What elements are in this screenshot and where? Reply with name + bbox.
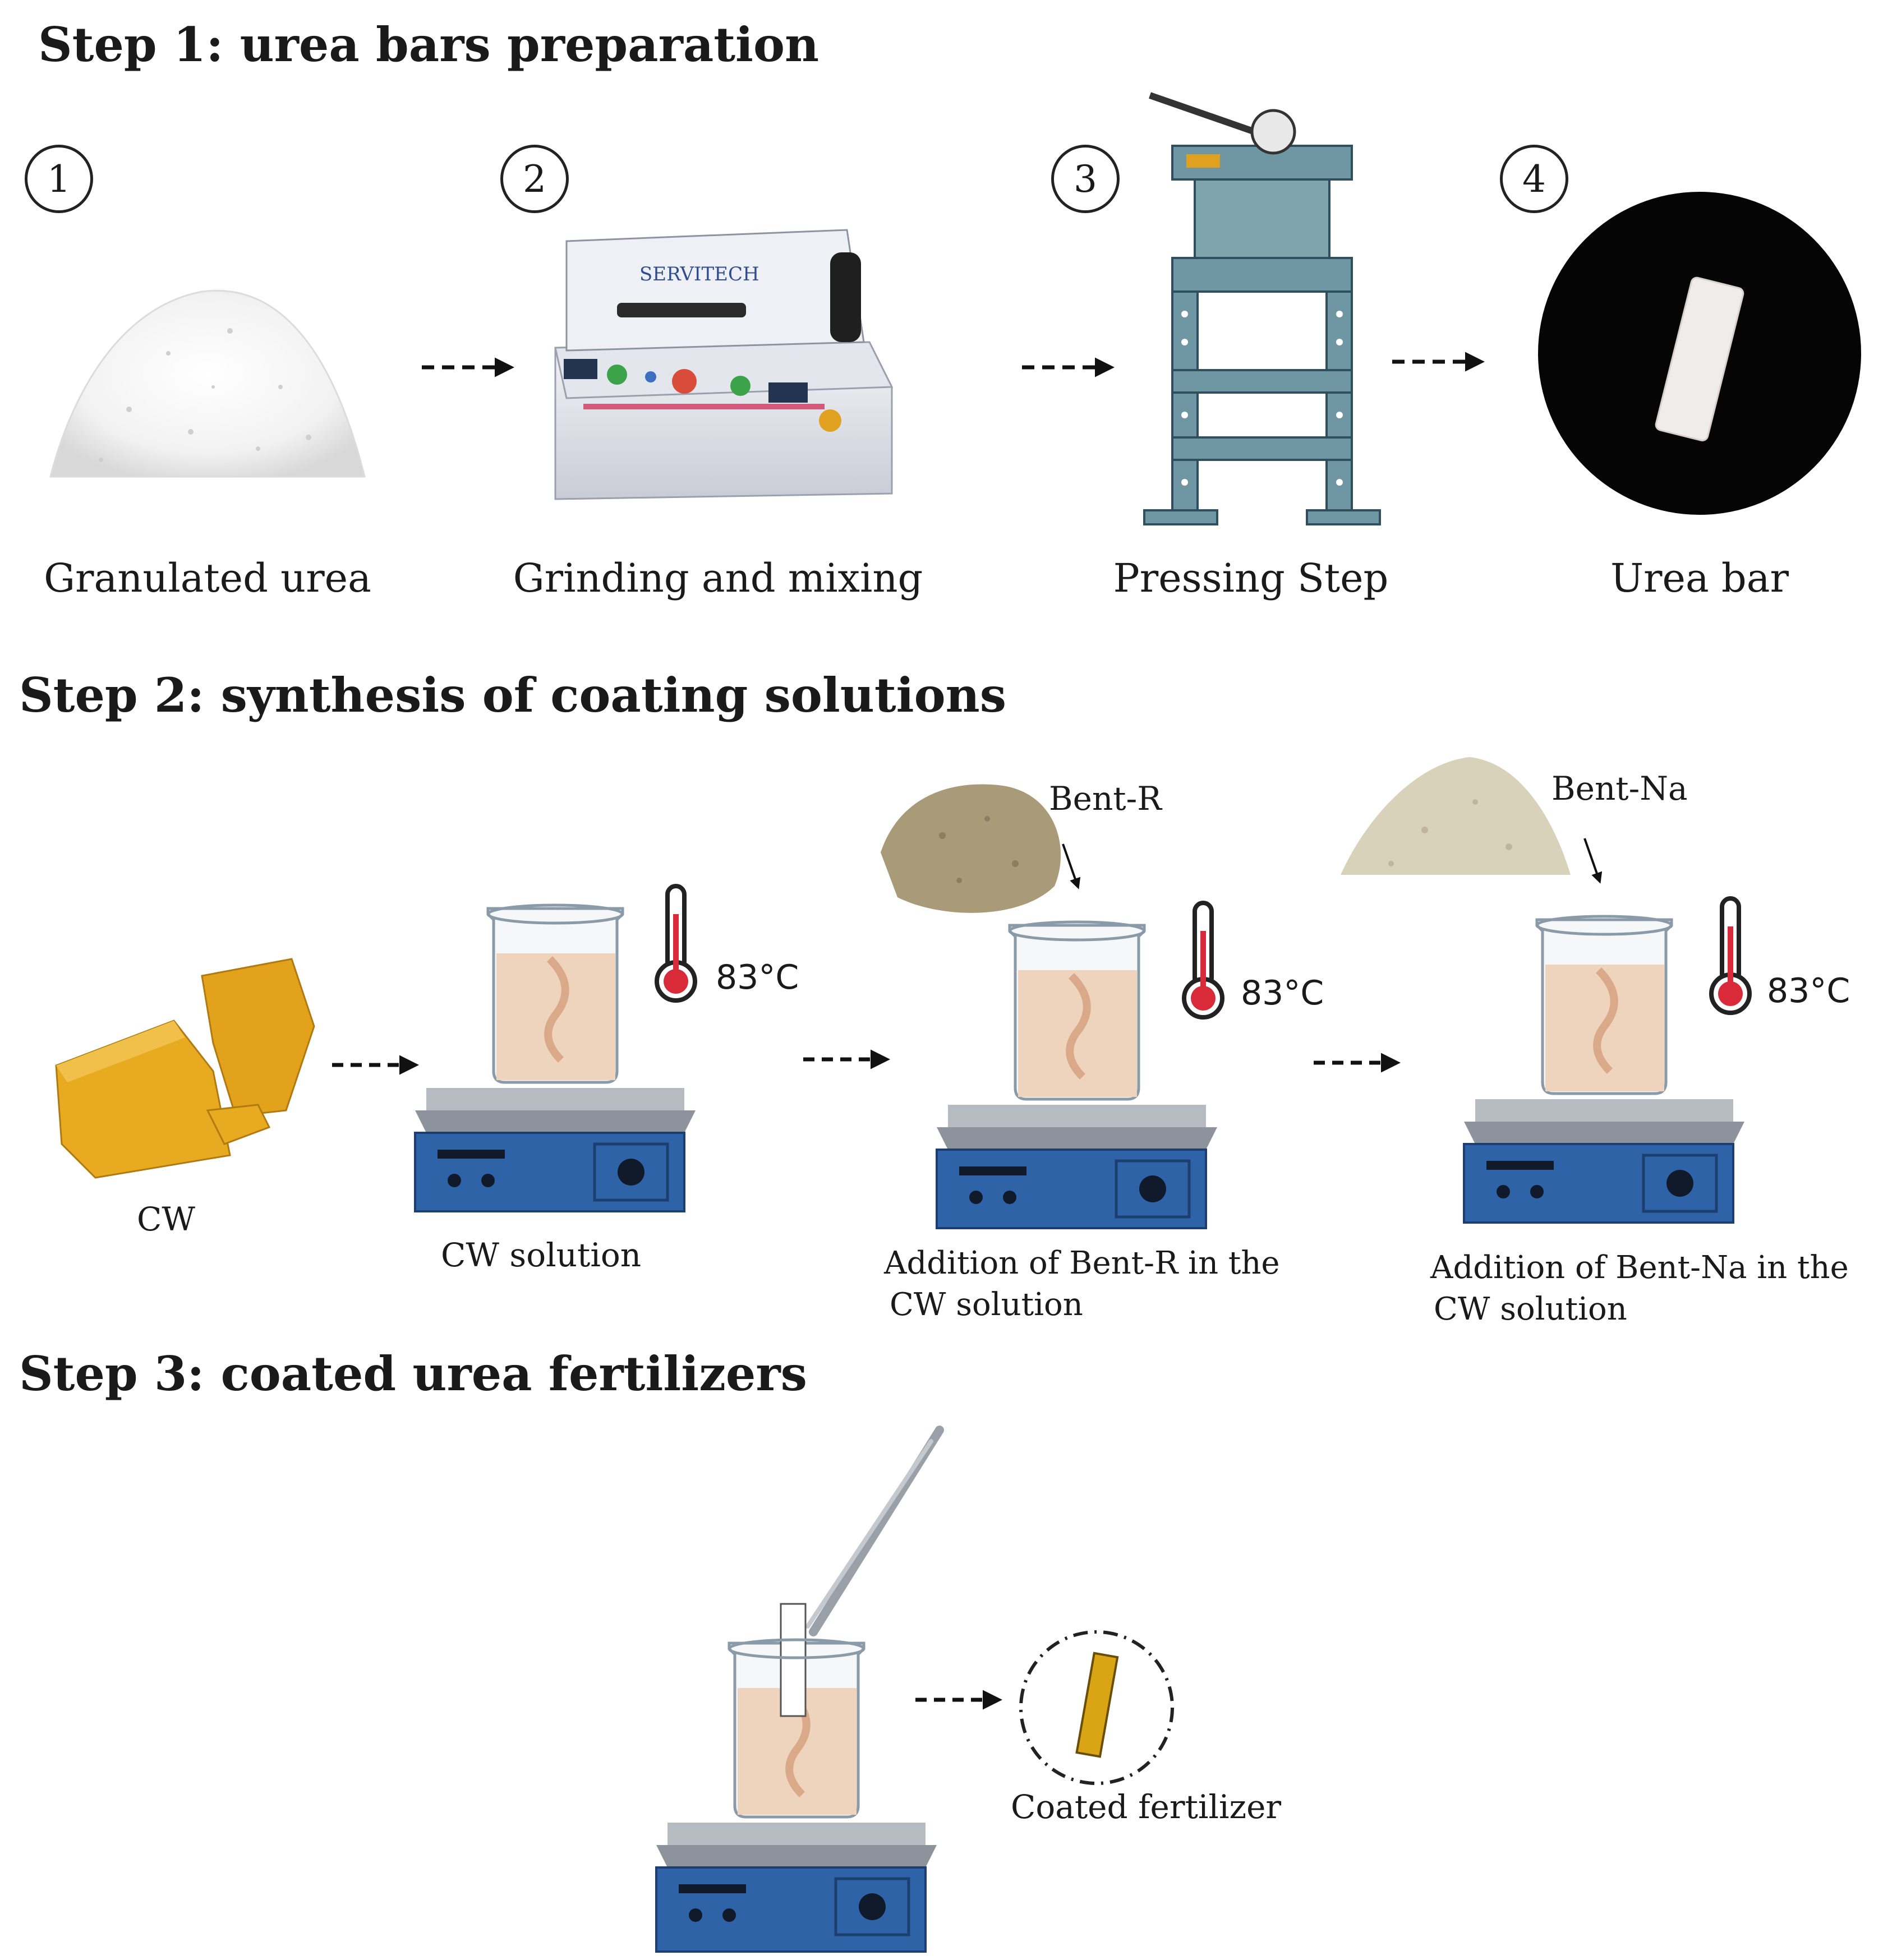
machine-brand: SERVITECH [639, 263, 759, 285]
hydraulic-press-photo [1143, 92, 1381, 525]
flow-arrow-5 [803, 1049, 890, 1069]
caption-granulated-urea: Granulated urea [44, 555, 371, 601]
hotplate-beaker-coating [655, 1603, 937, 1953]
carnauba-wax-photo [55, 958, 315, 1179]
hotplate-beaker-bent-na [1463, 915, 1744, 1224]
label-cw: CW [137, 1200, 195, 1238]
grinding-machine-photo: SERVITECH [554, 229, 894, 500]
flow-arrow-1 [422, 357, 514, 377]
thermometer-icon [1709, 896, 1752, 1015]
label-bent-r: Bent-R [1049, 780, 1162, 818]
label-coated-fertilizer: Coated fertilizer [1011, 1788, 1282, 1826]
step1-title: Step 1: urea bars preparation [38, 17, 820, 72]
urea-bar-photo [1538, 192, 1861, 515]
pointer-arrow-bent-r [1062, 843, 1081, 889]
temperature-label: 83°C [716, 958, 799, 997]
caption-add-bent-na-line1: Addition of Bent-Na in the [1430, 1249, 1849, 1286]
flow-arrow-6 [1314, 1053, 1401, 1073]
thermometer-icon [1182, 901, 1224, 1020]
pointer-arrow-bent-na [1583, 838, 1603, 884]
flow-arrow-2 [1022, 357, 1115, 377]
hotplate-beaker-bent-r [936, 920, 1217, 1229]
caption-add-bent-r-line1: Addition of Bent-R in the [884, 1245, 1280, 1281]
thermometer-icon [655, 884, 697, 1003]
tweezers-icon [805, 1426, 944, 1636]
urea-pile-photo [49, 289, 366, 478]
flow-arrow-3 [1392, 352, 1485, 372]
temperature-label: 83°C [1241, 974, 1324, 1013]
temperature-label: 83°C [1767, 971, 1850, 1011]
bent-r-powder-photo [881, 784, 1061, 913]
coated-fertilizer-icon [1019, 1630, 1174, 1785]
bent-na-powder-photo [1341, 757, 1571, 875]
step3-title: Step 3: coated urea fertilizers [19, 1346, 807, 1401]
caption-add-bent-na-line2: CW solution [1434, 1291, 1627, 1327]
step-number-4: 4 [1500, 145, 1568, 213]
caption-urea-bar: Urea bar [1610, 555, 1789, 601]
label-bent-na: Bent-Na [1551, 769, 1688, 808]
flow-arrow-4 [332, 1055, 419, 1075]
caption-add-bent-r-line2: CW solution [890, 1286, 1083, 1323]
label-cw-solution: CW solution [441, 1236, 642, 1274]
hotplate-beaker-cw [414, 903, 696, 1212]
step-number-3: 3 [1051, 145, 1120, 213]
caption-pressing-step: Pressing Step [1113, 555, 1389, 601]
step-number-1: 1 [25, 145, 93, 213]
step-number-2: 2 [500, 145, 569, 213]
step2-title: Step 2: synthesis of coating solutions [19, 667, 1006, 723]
flow-arrow-7 [915, 1690, 1002, 1710]
caption-grinding-mixing: Grinding and mixing [513, 555, 923, 601]
